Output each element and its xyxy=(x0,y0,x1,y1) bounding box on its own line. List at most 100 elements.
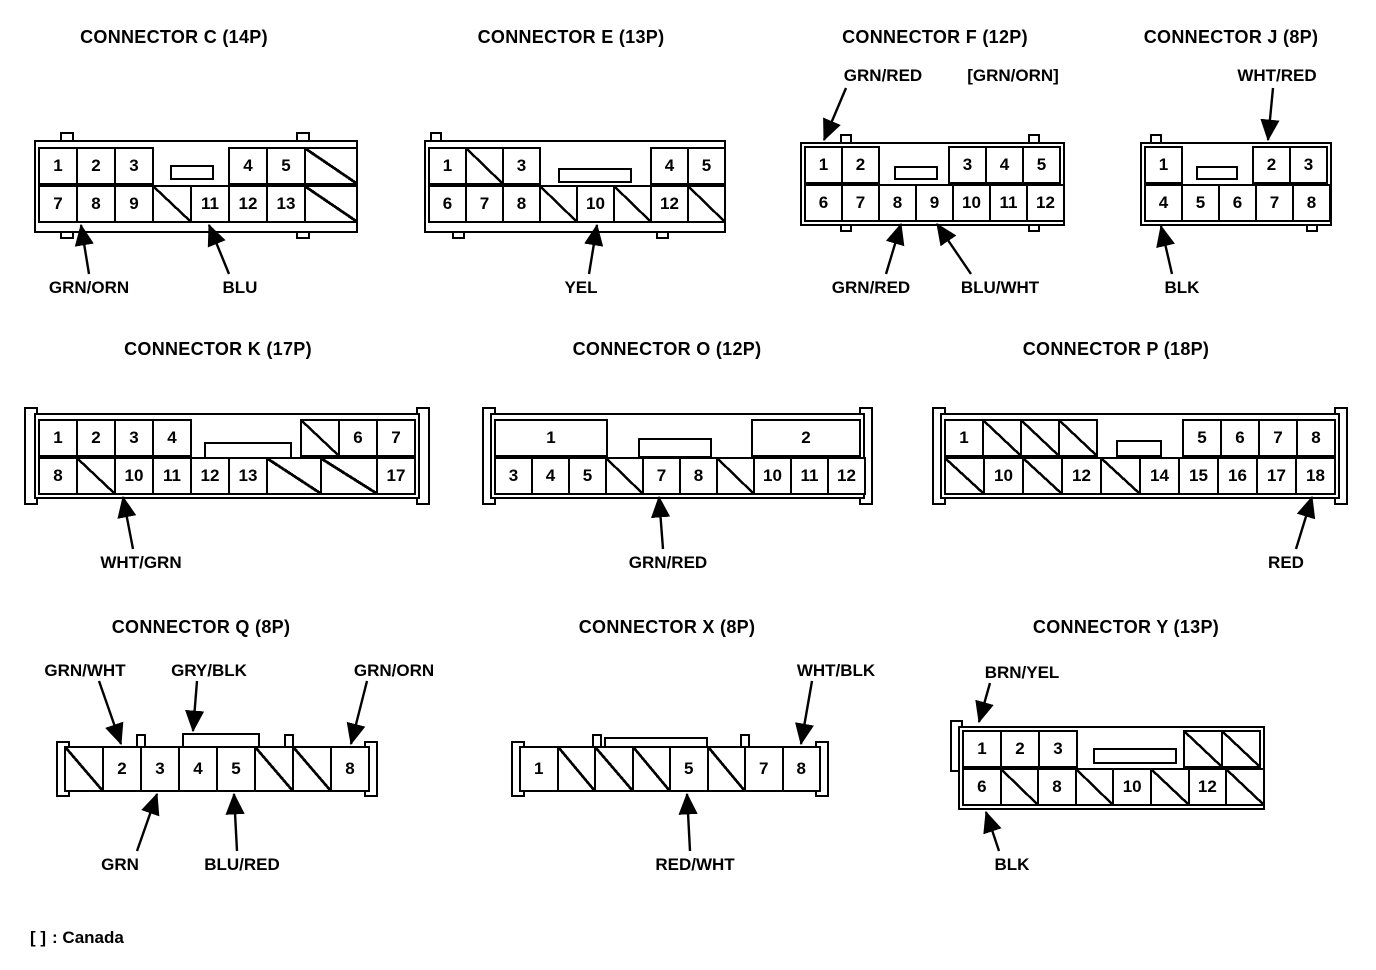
connector-title-y: CONNECTOR Y (13P) xyxy=(1032,617,1220,637)
connector-y-pin-unused xyxy=(1225,768,1265,806)
connector-j-pin-2: 2 xyxy=(1252,146,1291,184)
connector-p-pin-unused xyxy=(944,457,985,495)
connector-k-pin-unused xyxy=(266,457,322,495)
pointer-arrow xyxy=(346,680,369,746)
connector-title-x: CONNECTOR X (8P) xyxy=(578,617,756,637)
wire-color-label: RED/WHT xyxy=(655,855,735,874)
connector-c-pin-2: 2 xyxy=(76,147,116,185)
pointer-arrow xyxy=(795,680,814,746)
connector-e-pin-unused xyxy=(465,147,504,185)
connector-f-pin-1: 1 xyxy=(804,146,843,184)
connector-x-pin-5: 5 xyxy=(669,746,709,792)
connector-k-pin-6: 6 xyxy=(338,419,378,457)
pointer-arrow xyxy=(185,680,205,733)
connector-y-pin-unused xyxy=(1150,768,1190,806)
connector-f-pin-7: 7 xyxy=(841,184,880,222)
connector-p-pin-14: 14 xyxy=(1139,457,1180,495)
connector-y-pin-10: 10 xyxy=(1112,768,1152,806)
connector-f-pin-12: 12 xyxy=(1026,184,1065,222)
connector-o-pin-2: 2 xyxy=(751,419,861,457)
wire-color-label: GRY/BLK xyxy=(171,661,247,680)
connector-j-pin-4: 4 xyxy=(1144,184,1183,222)
connector-c-latch xyxy=(170,165,214,180)
pointer-arrow xyxy=(936,223,972,275)
wire-color-label: WHT/GRN xyxy=(100,553,182,572)
connector-x-pin-1: 1 xyxy=(519,746,559,792)
wire-color-label: RED xyxy=(1268,553,1304,572)
wire-color-label: GRN/RED xyxy=(843,66,923,85)
connector-c-pin-8: 8 xyxy=(76,185,116,223)
wire-color-label: BLK xyxy=(994,855,1030,874)
connector-y-pin-unused xyxy=(1074,768,1115,806)
connector-q-pin-8: 8 xyxy=(330,746,370,792)
pointer-arrow xyxy=(983,810,1002,852)
connector-k-pin-unused xyxy=(300,419,340,457)
connector-title-c: CONNECTOR C (14P) xyxy=(80,27,268,47)
connector-f-pin-2: 2 xyxy=(841,146,880,184)
connector-q-pin-3: 3 xyxy=(140,746,180,792)
connector-e-pin-unused xyxy=(687,185,726,223)
connector-p-latch xyxy=(1116,440,1162,457)
connector-c-pin-4: 4 xyxy=(228,147,268,185)
connector-o-pin-12: 12 xyxy=(827,457,866,495)
connector-p-pin-unused xyxy=(982,419,1022,457)
connector-j-latch xyxy=(1196,166,1238,180)
connector-k-pin-2: 2 xyxy=(76,419,116,457)
connector-f-pin-9: 9 xyxy=(915,184,954,222)
pointer-arrow xyxy=(678,792,698,852)
connector-p-pin-unused xyxy=(1022,457,1063,495)
footnote-canada: [ ]: Canada xyxy=(30,928,130,948)
connector-p-pin-16: 16 xyxy=(1217,457,1258,495)
wire-color-label: YEL xyxy=(564,278,598,297)
connector-y-pin-12: 12 xyxy=(1187,768,1228,806)
pointer-arrow xyxy=(975,682,994,724)
pointer-arrow xyxy=(97,680,124,746)
connector-p-pin-1: 1 xyxy=(944,419,984,457)
connector-c-pin-unused xyxy=(304,185,358,223)
wire-color-label: BRN/YEL xyxy=(984,663,1060,682)
connector-j-pin-8: 8 xyxy=(1292,184,1331,222)
connector-q-pin-2: 2 xyxy=(102,746,142,792)
connector-k-pin-8: 8 xyxy=(38,457,78,495)
connector-e-pin-10: 10 xyxy=(576,185,615,223)
connector-f-pin-4: 4 xyxy=(985,146,1024,184)
connector-title-p: CONNECTOR P (18P) xyxy=(1022,339,1210,359)
connector-y-pin-unused xyxy=(1221,730,1261,768)
connector-p-pin-unused xyxy=(1100,457,1141,495)
connector-q-pin-unused xyxy=(292,746,332,792)
connector-y-pin-unused xyxy=(999,768,1040,806)
connector-y-pin-6: 6 xyxy=(962,768,1002,806)
connector-c-pin-9: 9 xyxy=(114,185,154,223)
wire-color-label: WHT/BLK xyxy=(796,661,876,680)
wire-color-label: GRN/RED xyxy=(831,278,911,297)
connector-c-pin-13: 13 xyxy=(266,185,306,223)
connector-q-pin-4: 4 xyxy=(178,746,218,792)
connector-q-pin-unused xyxy=(64,746,104,792)
connector-k-pin-17: 17 xyxy=(376,457,416,495)
connector-title-e: CONNECTOR E (13P) xyxy=(477,27,665,47)
connector-e-pin-unused xyxy=(539,185,578,223)
connector-p-pin-18: 18 xyxy=(1295,457,1336,495)
connector-o-pin-unused xyxy=(716,457,755,495)
wire-color-label: GRN/ORN xyxy=(353,661,435,680)
connector-f-pin-11: 11 xyxy=(989,184,1028,222)
connector-k-pin-unused xyxy=(76,457,116,495)
connector-f-pin-6: 6 xyxy=(804,184,843,222)
connector-o-pin-1: 1 xyxy=(494,419,608,457)
connector-j-pin-7: 7 xyxy=(1255,184,1294,222)
connector-p-pin-15: 15 xyxy=(1178,457,1219,495)
connector-p-pin-6: 6 xyxy=(1220,419,1260,457)
wire-color-label: GRN/ORN xyxy=(48,278,130,297)
connector-o-pin-10: 10 xyxy=(753,457,792,495)
connector-o-pin-7: 7 xyxy=(642,457,681,495)
connector-q-pin-5: 5 xyxy=(216,746,256,792)
connector-title-k: CONNECTOR K (17P) xyxy=(124,339,312,359)
connector-title-q: CONNECTOR Q (8P) xyxy=(111,617,291,637)
connector-e-pin-1: 1 xyxy=(428,147,467,185)
connector-e-pin-7: 7 xyxy=(465,185,504,223)
connector-c-pin-5: 5 xyxy=(266,147,306,185)
connector-c-pin-11: 11 xyxy=(190,185,230,223)
wire-color-label: GRN/WHT xyxy=(44,661,126,680)
connector-o-pin-11: 11 xyxy=(790,457,829,495)
wire-color-label: BLU/RED xyxy=(204,855,280,874)
